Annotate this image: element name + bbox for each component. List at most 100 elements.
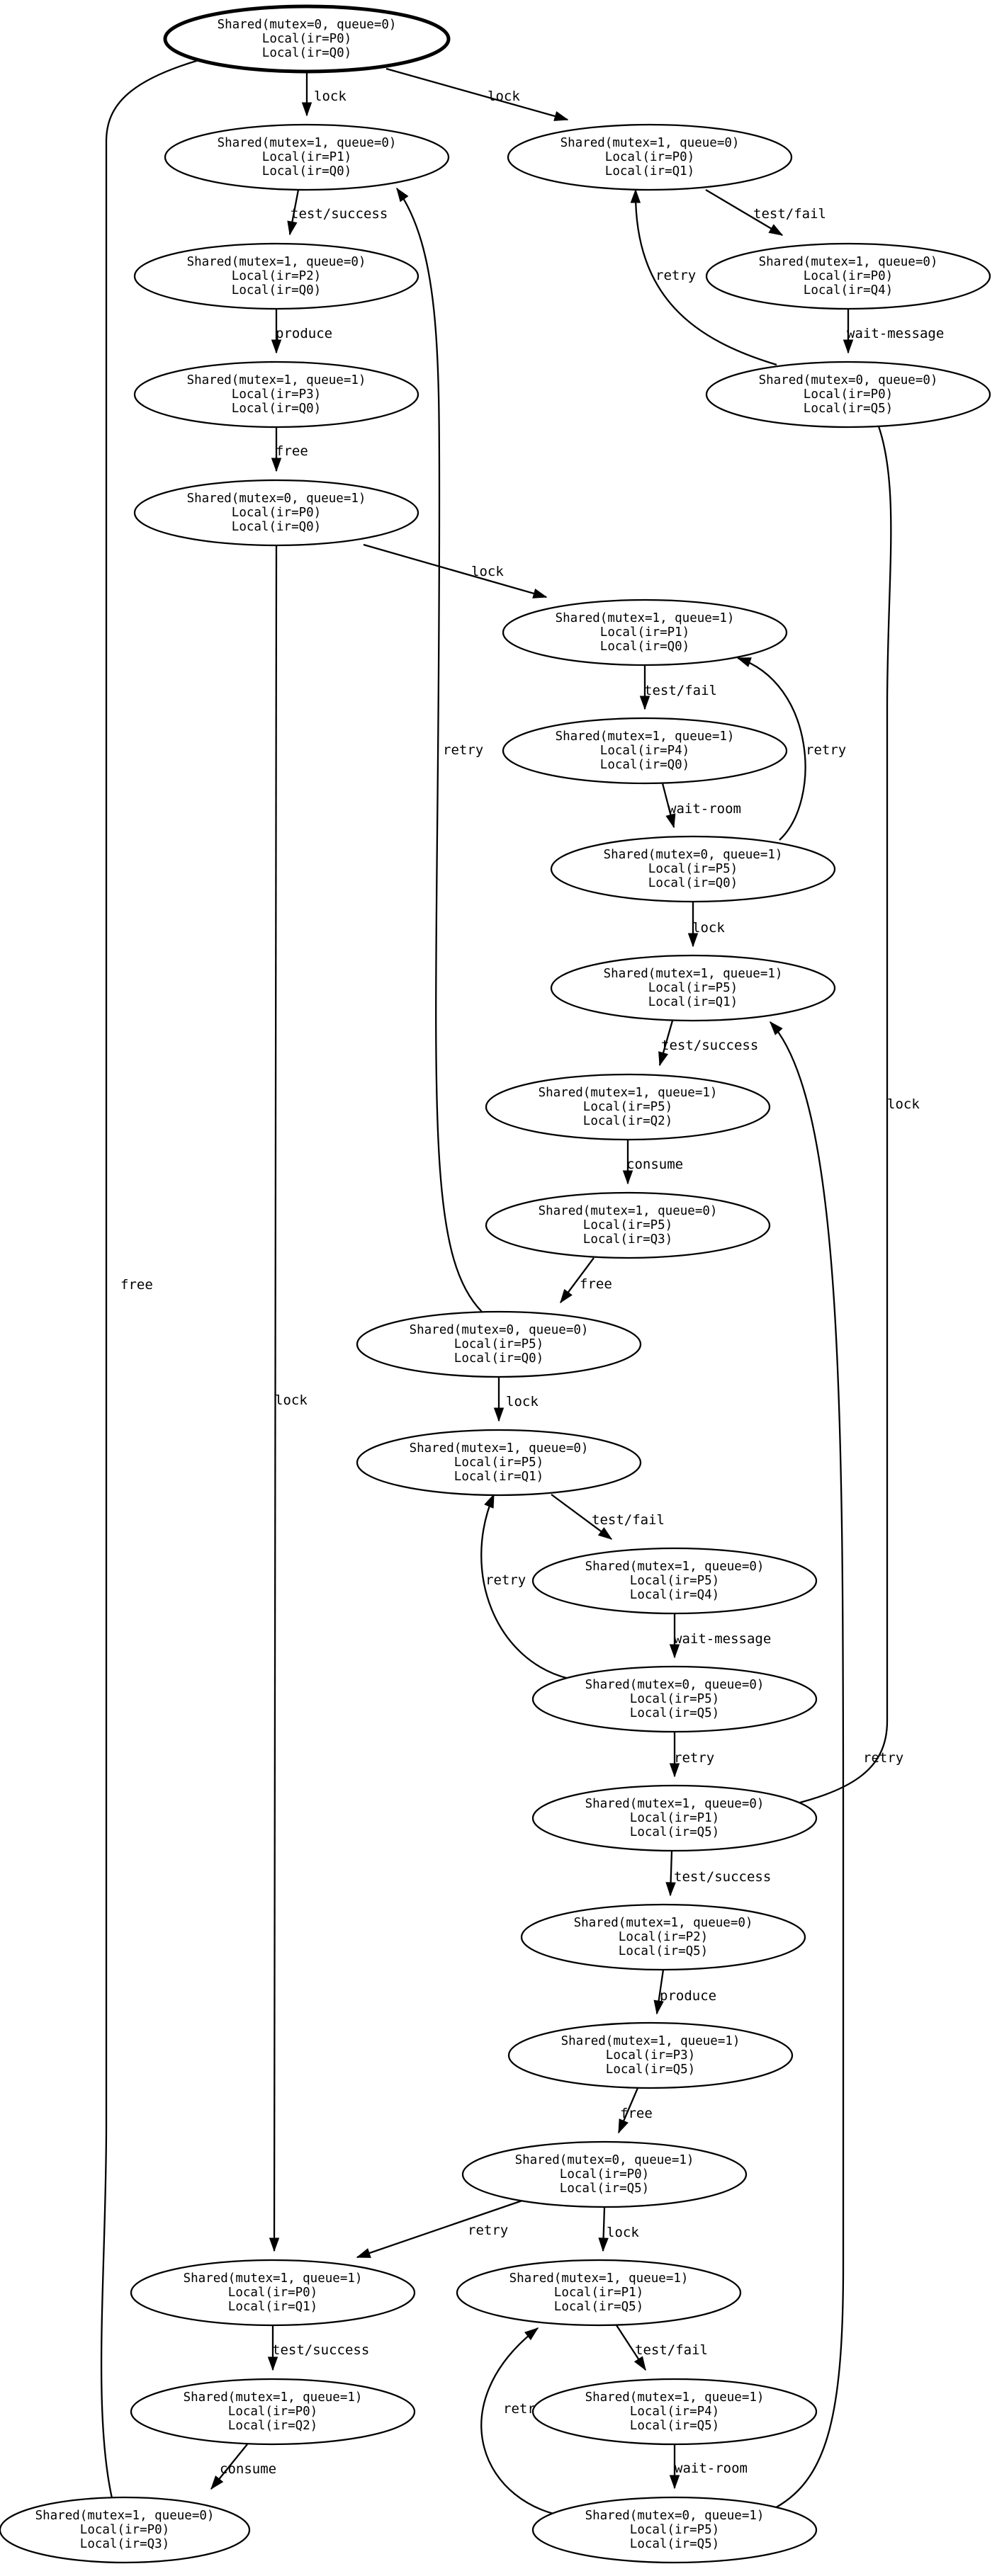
state-label-line: Shared(mutex=1, queue=0) bbox=[561, 136, 740, 150]
state-ellipse bbox=[531, 1665, 818, 1733]
state-label-line: Local(ir=P1) bbox=[600, 625, 689, 640]
edge-s7-to-s22: lock bbox=[269, 545, 308, 2252]
state-label-line: Local(ir=P5) bbox=[583, 1218, 672, 1232]
edge-s17-to-s18: retry bbox=[669, 1732, 714, 1778]
edge-label: consume bbox=[626, 1157, 683, 1172]
state-ellipse bbox=[130, 2259, 416, 2327]
state-node-s6: Shared(mutex=0, queue=0)Local(ir=P0)Loca… bbox=[705, 361, 991, 429]
state-ellipse bbox=[531, 1784, 818, 1852]
edge-label: lock bbox=[887, 1096, 920, 1112]
edge-s14-to-s1: retry bbox=[396, 187, 483, 1312]
edge-s4-to-s6: wait-message bbox=[843, 309, 944, 354]
state-label-line: Local(ir=P0) bbox=[262, 32, 351, 46]
state-label-line: Local(ir=Q0) bbox=[648, 876, 738, 890]
arrowhead bbox=[843, 339, 854, 354]
state-label-line: Shared(mutex=0, queue=1) bbox=[604, 848, 783, 862]
edge-line bbox=[634, 189, 777, 366]
state-label-line: Local(ir=P0) bbox=[232, 506, 321, 520]
state-node-s0: Shared(mutex=0, queue=0)Local(ir=P0)Loca… bbox=[163, 4, 451, 74]
state-label-line: Shared(mutex=1, queue=1) bbox=[561, 2034, 740, 2048]
arrowhead bbox=[768, 224, 784, 236]
state-label-line: Shared(mutex=1, queue=1) bbox=[184, 2271, 363, 2286]
state-ellipse bbox=[485, 1191, 771, 1259]
edge-label: wait-room bbox=[675, 2461, 748, 2476]
state-ellipse bbox=[531, 2378, 818, 2446]
edge-s12-to-s13: consume bbox=[622, 1140, 683, 1185]
state-label-line: Local(ir=Q1) bbox=[648, 995, 738, 1009]
state-label-line: Shared(mutex=1, queue=0) bbox=[539, 1204, 718, 1218]
state-label-line: Shared(mutex=1, queue=1) bbox=[585, 2390, 765, 2405]
edge-s14-to-s15: lock bbox=[493, 1377, 539, 1422]
edge-label: retry bbox=[468, 2223, 508, 2238]
state-label-line: Shared(mutex=1, queue=0) bbox=[410, 1441, 589, 1456]
state-node-s22: Shared(mutex=1, queue=1)Local(ir=P0)Loca… bbox=[130, 2259, 416, 2327]
state-label-line: Shared(mutex=0, queue=0) bbox=[410, 1323, 589, 1337]
state-node-s12: Shared(mutex=1, queue=1)Local(ir=P5)Loca… bbox=[485, 1073, 771, 1141]
edge-s23-to-s25: test/fail bbox=[616, 2325, 708, 2371]
edge-label: lock bbox=[488, 89, 520, 104]
state-node-s21: Shared(mutex=0, queue=1)Local(ir=P0)Loca… bbox=[461, 2140, 748, 2208]
arrowhead bbox=[356, 2248, 371, 2258]
state-ellipse bbox=[0, 2496, 251, 2564]
state-ellipse bbox=[550, 954, 836, 1022]
arrowhead bbox=[633, 2356, 646, 2371]
edge-line bbox=[705, 189, 783, 236]
state-ellipse bbox=[133, 361, 419, 429]
edge-s15-to-s16: test/fail bbox=[551, 1494, 665, 1540]
nodes-layer: Shared(mutex=0, queue=0)Local(ir=P0)Loca… bbox=[0, 4, 991, 2564]
state-label-line: Local(ir=Q5) bbox=[606, 2062, 695, 2077]
state-ellipse bbox=[550, 835, 836, 903]
edge-label: lock bbox=[471, 564, 504, 579]
state-label-line: Local(ir=Q3) bbox=[80, 2537, 169, 2551]
state-label-line: Local(ir=P0) bbox=[560, 2167, 649, 2181]
arrowhead bbox=[669, 2475, 680, 2490]
state-label-line: Local(ir=Q5) bbox=[804, 402, 893, 416]
edge-label: retry bbox=[806, 742, 846, 758]
state-label-line: Shared(mutex=1, queue=1) bbox=[604, 967, 783, 981]
state-label-line: Shared(mutex=1, queue=1) bbox=[509, 2271, 689, 2286]
edge-s18-to-s19: test/success bbox=[665, 1850, 771, 1897]
state-label-line: Local(ir=P0) bbox=[605, 150, 694, 164]
arrowhead bbox=[493, 1407, 505, 1422]
edge-line bbox=[776, 426, 892, 1810]
edge-line bbox=[273, 545, 278, 2252]
state-label-line: Local(ir=Q5) bbox=[630, 2537, 719, 2551]
edge-line bbox=[396, 188, 483, 1312]
arrowhead bbox=[639, 696, 650, 710]
edge-s6-to-s2: retry bbox=[630, 188, 777, 366]
state-node-s14: Shared(mutex=0, queue=0)Local(ir=P5)Loca… bbox=[356, 1310, 642, 1378]
state-label-line: Local(ir=P0) bbox=[80, 2523, 169, 2537]
state-node-s18: Shared(mutex=1, queue=0)Local(ir=P1)Loca… bbox=[531, 1784, 818, 1852]
state-node-s19: Shared(mutex=1, queue=0)Local(ir=P2)Loca… bbox=[520, 1903, 806, 1971]
edge-label: test/success bbox=[291, 206, 388, 222]
state-label-line: Local(ir=Q1) bbox=[228, 2300, 317, 2314]
state-label-line: Local(ir=Q1) bbox=[605, 164, 694, 178]
state-label-line: Local(ir=P5) bbox=[454, 1337, 543, 1351]
state-label-line: Local(ir=Q2) bbox=[228, 2419, 317, 2433]
arrowhead bbox=[669, 1763, 680, 1778]
edge-label: test/fail bbox=[644, 683, 717, 698]
state-label-line: Local(ir=Q0) bbox=[600, 640, 689, 654]
arrowhead bbox=[770, 1021, 783, 1035]
state-label-line: Shared(mutex=1, queue=0) bbox=[585, 1797, 765, 1811]
state-label-line: Shared(mutex=1, queue=0) bbox=[35, 2509, 215, 2523]
state-ellipse bbox=[356, 1310, 642, 1378]
state-label-line: Local(ir=Q5) bbox=[560, 2181, 649, 2196]
state-ellipse bbox=[507, 2021, 794, 2089]
arrowhead bbox=[269, 2237, 280, 2252]
state-label-line: Local(ir=Q5) bbox=[619, 1944, 708, 1958]
state-node-s24: Shared(mutex=1, queue=1)Local(ir=P0)Loca… bbox=[130, 2378, 416, 2446]
state-ellipse bbox=[485, 1073, 771, 1141]
edge-line bbox=[737, 657, 806, 841]
state-label-line: Local(ir=P1) bbox=[262, 150, 351, 164]
state-node-s17: Shared(mutex=0, queue=0)Local(ir=P5)Loca… bbox=[531, 1665, 818, 1733]
edge-s21-to-s22: retry bbox=[356, 2199, 523, 2259]
state-label-line: Local(ir=Q4) bbox=[630, 1588, 719, 1602]
edge-s21-to-s23: lock bbox=[598, 2206, 639, 2252]
state-label-line: Local(ir=P0) bbox=[804, 387, 893, 402]
edge-label: free bbox=[120, 1277, 153, 1293]
state-ellipse bbox=[133, 479, 419, 547]
arrowhead bbox=[653, 1999, 664, 2015]
edge-line bbox=[356, 2199, 523, 2259]
